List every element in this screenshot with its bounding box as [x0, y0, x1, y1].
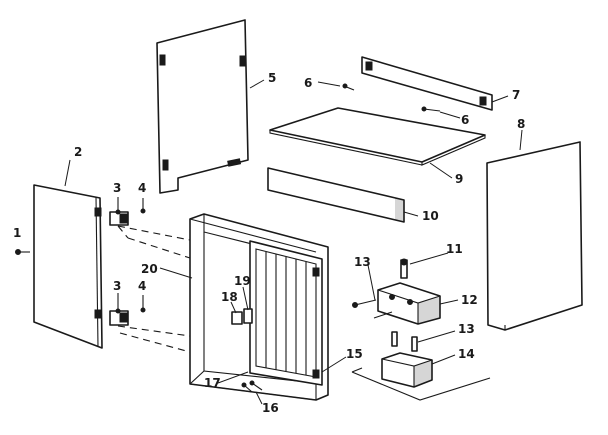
part-left-door	[33, 184, 103, 349]
part-shelf	[269, 107, 486, 166]
callout-8: 8	[517, 117, 525, 131]
callout-4-lower: 4	[138, 279, 146, 293]
callout-labels: 1 2 3 4 3 4 5 6 6 7 8 9 10 11 12 13 13 1…	[13, 71, 525, 415]
callout-3-upper: 3	[113, 181, 121, 195]
part-back-panel	[156, 19, 249, 194]
callout-9: 9	[455, 172, 463, 186]
callout-6-left: 6	[304, 76, 312, 90]
part-front-rail	[267, 167, 405, 223]
part-top-rail	[342, 56, 493, 112]
callout-14: 14	[458, 347, 475, 361]
part-face-frame	[189, 213, 329, 401]
part-lower-block	[381, 352, 433, 388]
part-right-side-panel	[486, 141, 583, 331]
part-screws-13	[352, 299, 418, 352]
callout-7: 7	[512, 88, 520, 102]
callout-20: 20	[141, 262, 158, 276]
part-screws-16	[241, 380, 263, 393]
callout-1: 1	[13, 226, 21, 240]
callout-17: 17	[204, 376, 221, 390]
part-screw-11	[400, 258, 408, 279]
callout-12: 12	[461, 293, 478, 307]
callout-18: 18	[221, 290, 238, 304]
part-base-plate	[351, 367, 491, 401]
part-block	[377, 282, 441, 325]
callout-16: 16	[262, 401, 279, 415]
part-upper-hinge	[109, 197, 191, 259]
callout-3-lower: 3	[113, 279, 121, 293]
callout-11: 11	[446, 242, 463, 256]
callout-15: 15	[346, 347, 363, 361]
callout-5: 5	[268, 71, 276, 85]
callout-2: 2	[74, 145, 82, 159]
callout-13-lower: 13	[458, 322, 475, 336]
callout-19: 19	[234, 274, 251, 288]
leader-lines	[64, 79, 523, 405]
callout-4-upper: 4	[138, 181, 146, 195]
callout-6-right: 6	[461, 113, 469, 127]
callout-10: 10	[422, 209, 439, 223]
callout-13-upper: 13	[354, 255, 371, 269]
part-lower-hinge	[109, 293, 191, 353]
part-screw-1	[15, 249, 30, 255]
